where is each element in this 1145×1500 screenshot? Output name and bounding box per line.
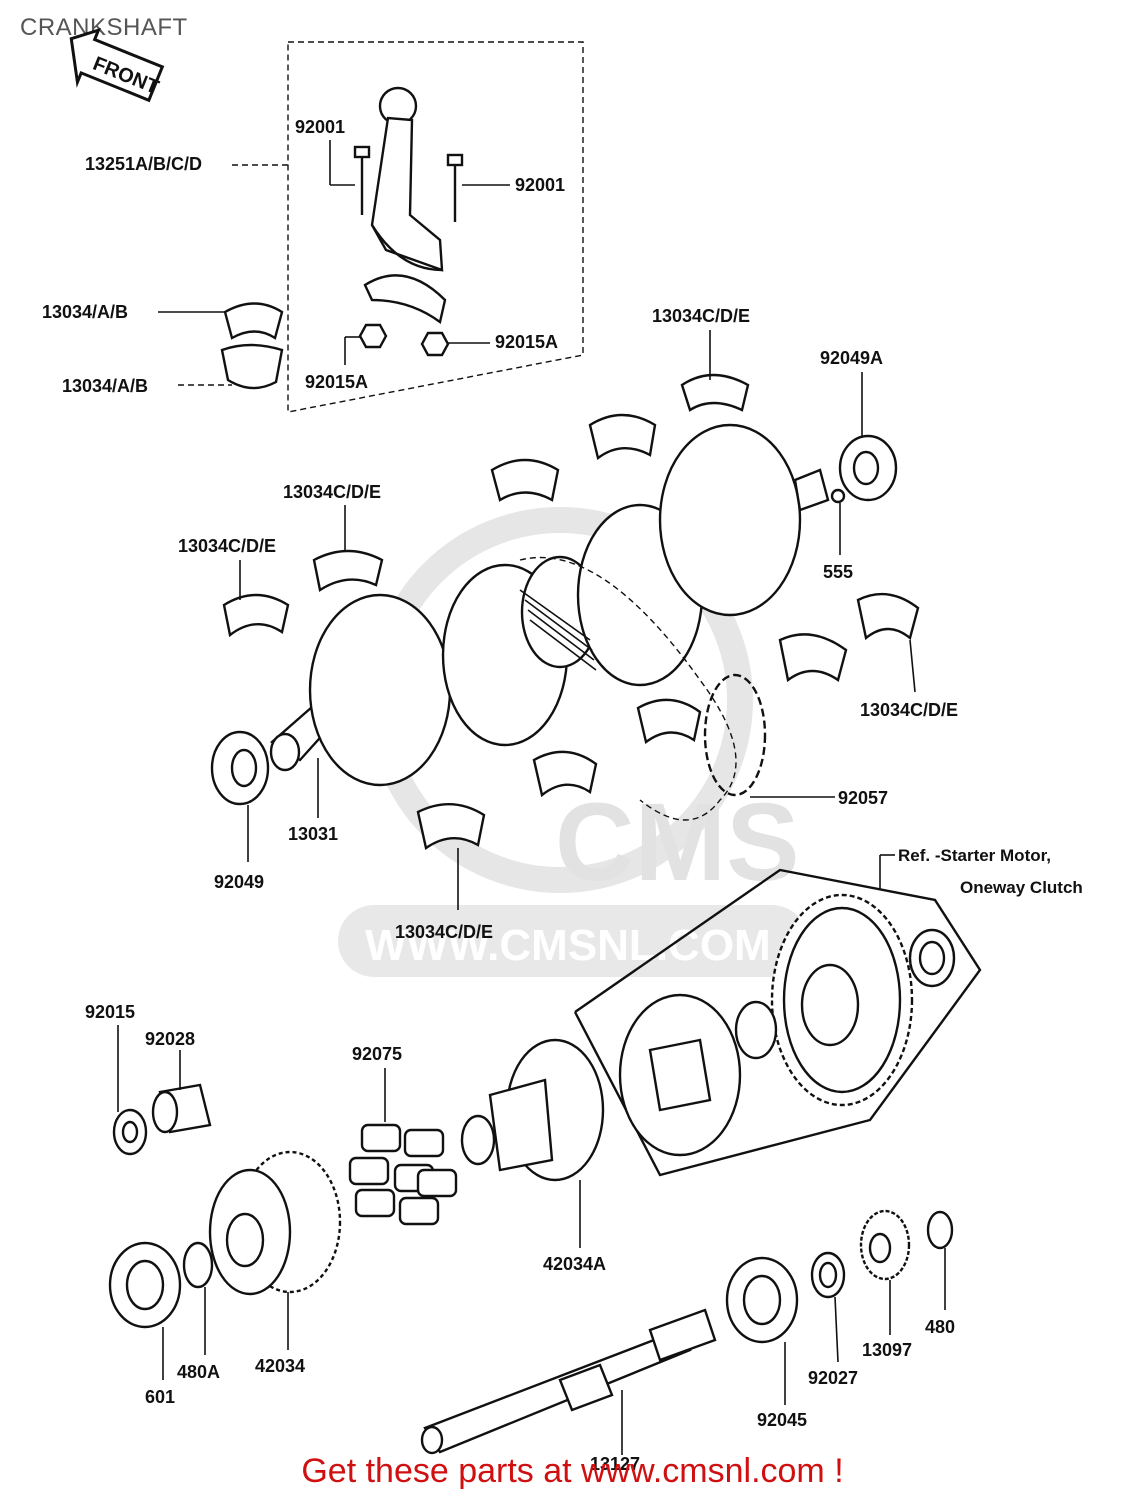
cam-chain-92057 — [519, 556, 767, 821]
label-92027: 92027 — [808, 1368, 858, 1388]
front-arrow-icon: FRONT — [69, 27, 165, 103]
pin-555 — [830, 488, 846, 504]
label-480: 480 — [925, 1317, 955, 1337]
label-92049a: 92049A — [820, 348, 883, 368]
label-92001-a: 92001 — [295, 117, 345, 137]
label-13034cde-bottom: 13034C/D/E — [395, 922, 493, 942]
rollers-92075 — [348, 1123, 458, 1226]
bearing-13034ab-lower — [220, 343, 284, 390]
connecting-rod — [363, 86, 447, 325]
bearing-601 — [108, 1241, 182, 1329]
label-480a: 480A — [177, 1362, 220, 1382]
label-92015a-1: 92015A — [495, 332, 558, 352]
bearing-13034ab-upper — [223, 302, 284, 340]
collar-92028 — [151, 1083, 212, 1134]
bearing-shells — [222, 373, 920, 851]
leader-lines — [117, 140, 946, 1455]
bolt-92001-left — [353, 145, 371, 215]
watermark-logo: CMS — [555, 781, 799, 904]
part-labels: 13251A/B/C/D 92001 92001 13034/A/B 13034… — [42, 117, 1083, 1474]
label-92045: 92045 — [757, 1410, 807, 1430]
watermark-site: WWW.CMSNL.COM — [365, 921, 771, 970]
label-13034cde-top: 13034C/D/E — [652, 306, 750, 326]
washer-92027 — [810, 1251, 846, 1299]
label-555: 555 — [823, 562, 853, 582]
oil-seal-92049 — [210, 730, 270, 806]
gear-42034 — [208, 1150, 342, 1296]
label-92028: 92028 — [145, 1029, 195, 1049]
label-ref-2: Oneway Clutch — [960, 878, 1083, 897]
circlip-480 — [926, 1210, 954, 1250]
clutch-body — [618, 993, 778, 1157]
label-42034a: 42034A — [543, 1254, 606, 1274]
crankshaft-13031 — [269, 423, 830, 787]
label-13034ab-2: 13034/A/B — [62, 376, 148, 396]
circlip-480a — [182, 1241, 214, 1289]
label-13034cde-left: 13034C/D/E — [178, 536, 276, 556]
label-13097: 13097 — [862, 1340, 912, 1360]
label-92001-b: 92001 — [515, 175, 565, 195]
label-13031: 13031 — [288, 824, 338, 844]
label-13034cde-right: 13034C/D/E — [860, 700, 958, 720]
nut-92015a-left — [358, 323, 388, 349]
footer-link[interactable]: Get these parts at www.cmsnl.com ! — [301, 1452, 844, 1490]
label-601: 601 — [145, 1387, 175, 1407]
label-92075: 92075 — [352, 1044, 402, 1064]
bolt-92001-right — [446, 153, 464, 222]
nut-92015 — [112, 1108, 148, 1156]
label-13251: 13251A/B/C/D — [85, 154, 202, 174]
label-ref-1: Ref. -Starter Motor, — [898, 846, 1051, 865]
page-title: CRANKSHAFT — [20, 14, 188, 41]
oil-seal-92049a — [838, 434, 898, 502]
connecting-rod-box — [287, 41, 584, 413]
label-13127: 13127 — [590, 1454, 640, 1474]
sprocket-42034a — [460, 1038, 605, 1182]
label-42034: 42034 — [255, 1356, 305, 1376]
starter-clutch-ref-box — [573, 868, 982, 1177]
shaft-13127 — [420, 1308, 717, 1455]
label-92015: 92015 — [85, 1002, 135, 1022]
label-92057: 92057 — [838, 788, 888, 808]
label-92049: 92049 — [214, 872, 264, 892]
bearing-92045 — [725, 1256, 799, 1344]
label-13034ab-1: 13034/A/B — [42, 302, 128, 322]
label-92015a-2: 92015A — [305, 372, 368, 392]
label-13034cde-mid: 13034C/D/E — [283, 482, 381, 502]
starter-gear — [770, 893, 956, 1107]
gear-13097 — [859, 1209, 911, 1281]
nut-92015a-right — [420, 331, 450, 357]
